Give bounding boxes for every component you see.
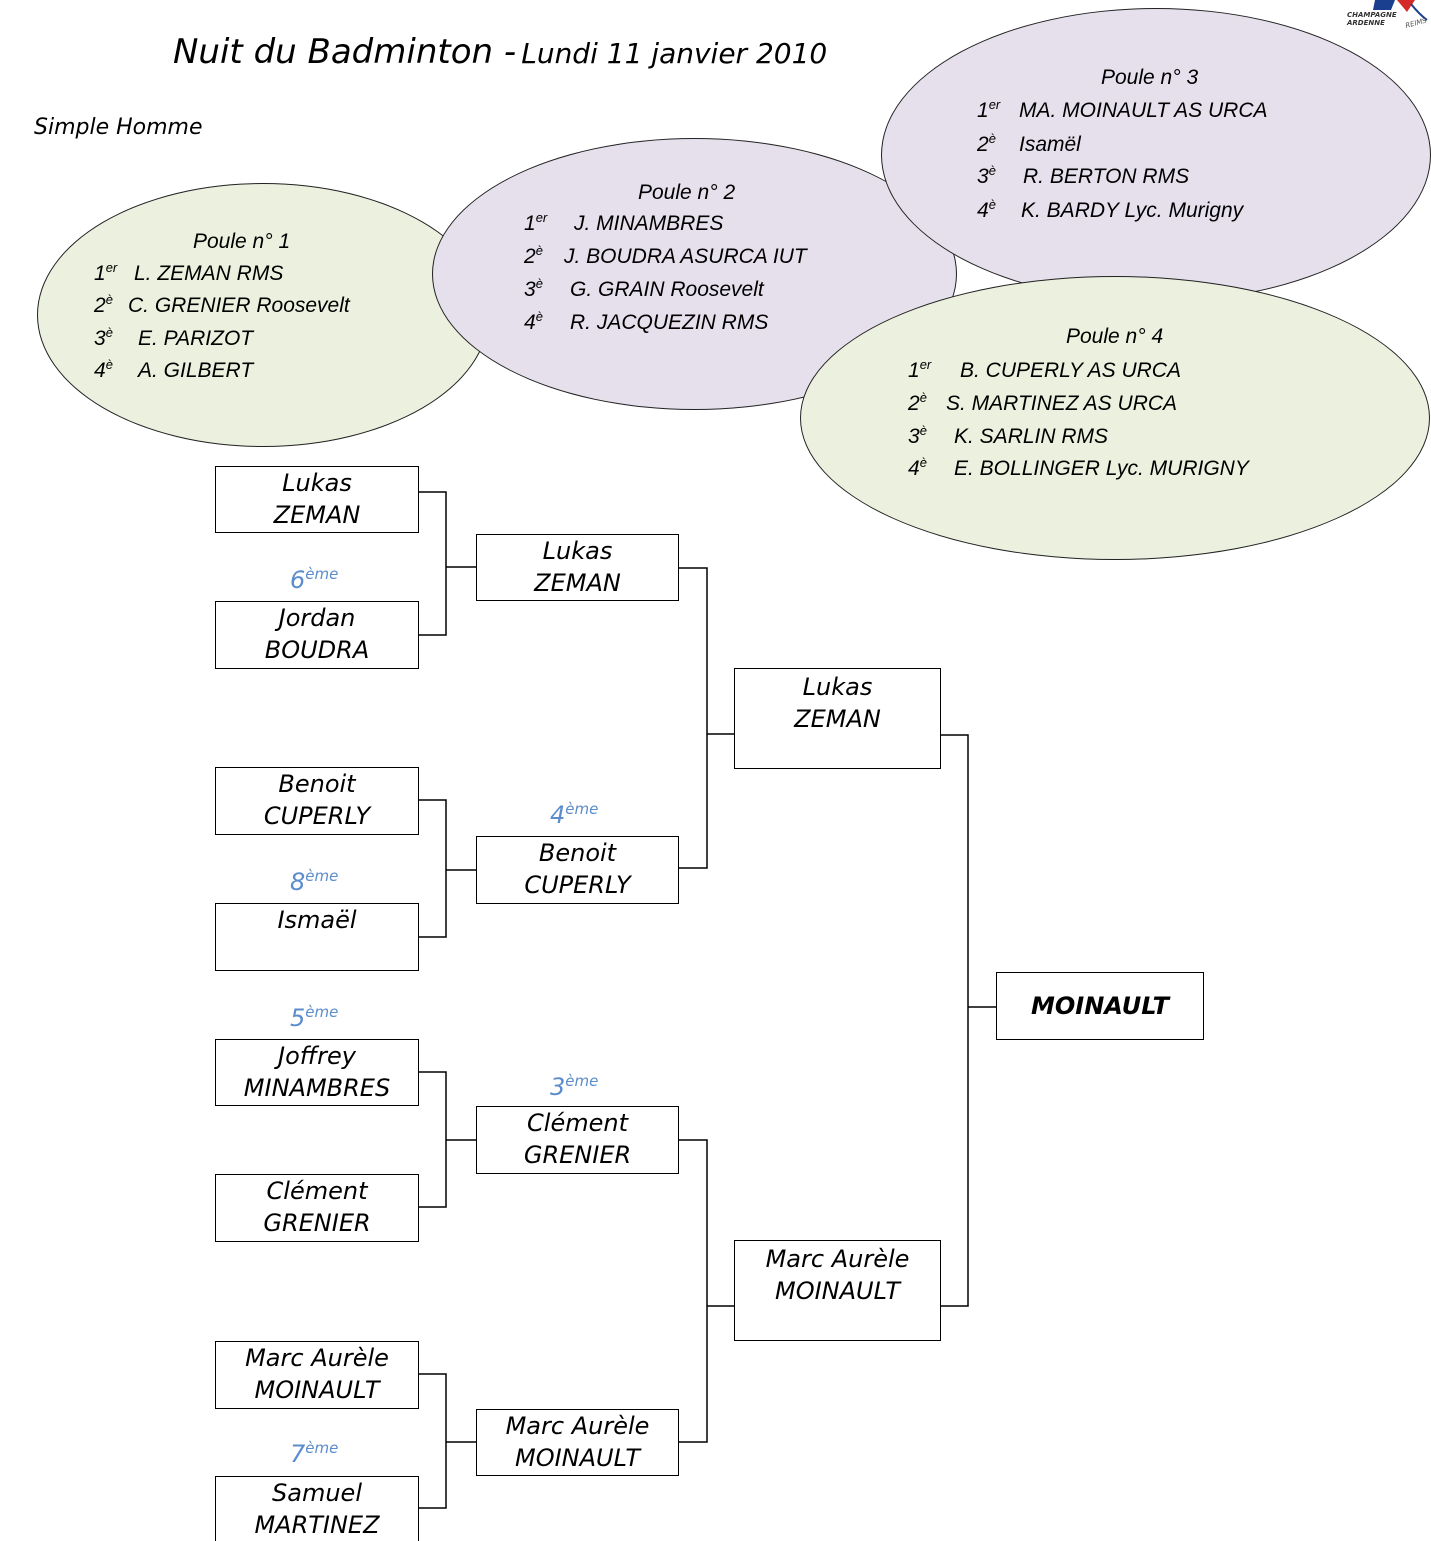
rank-label-4th: 4ème: [550, 800, 599, 829]
pool-title: Poule n° 3: [1101, 66, 1199, 89]
rank-label-6th: 6ème: [290, 565, 339, 594]
logo-line1: CHAMPAGNE: [1347, 11, 1397, 19]
bracket-r1-slot-4: Ismaël: [215, 903, 419, 971]
bracket-winner: MOINAULT: [996, 972, 1204, 1040]
rank-label-7th: 7ème: [290, 1439, 339, 1468]
rank-label-5th: 5ème: [290, 1003, 339, 1032]
event-name: Simple Homme: [34, 115, 203, 140]
pool-3-ellipse: [881, 8, 1431, 302]
pool-title: Poule n° 4: [1066, 325, 1164, 348]
league-logo: CHAMPAGNE ARDENNE REIMS: [1315, 0, 1431, 30]
rank-label-8th: 8ème: [290, 867, 339, 896]
title-main: Nuit du Badminton -: [173, 32, 517, 72]
pool-title: Poule n° 2: [638, 181, 736, 204]
pool-title: Poule n° 1: [193, 230, 291, 253]
rank-label-3rd: 3ème: [550, 1072, 599, 1101]
logo-line2: ARDENNE: [1346, 19, 1385, 27]
page-title: Nuit du Badminton - Lundi 11 janvier 201…: [173, 32, 827, 72]
title-date: Lundi 11 janvier 2010: [521, 37, 828, 70]
pool-4-ellipse: [800, 276, 1430, 560]
pool-1-ellipse: [37, 183, 489, 447]
pool-2-ellipse: [432, 138, 957, 410]
